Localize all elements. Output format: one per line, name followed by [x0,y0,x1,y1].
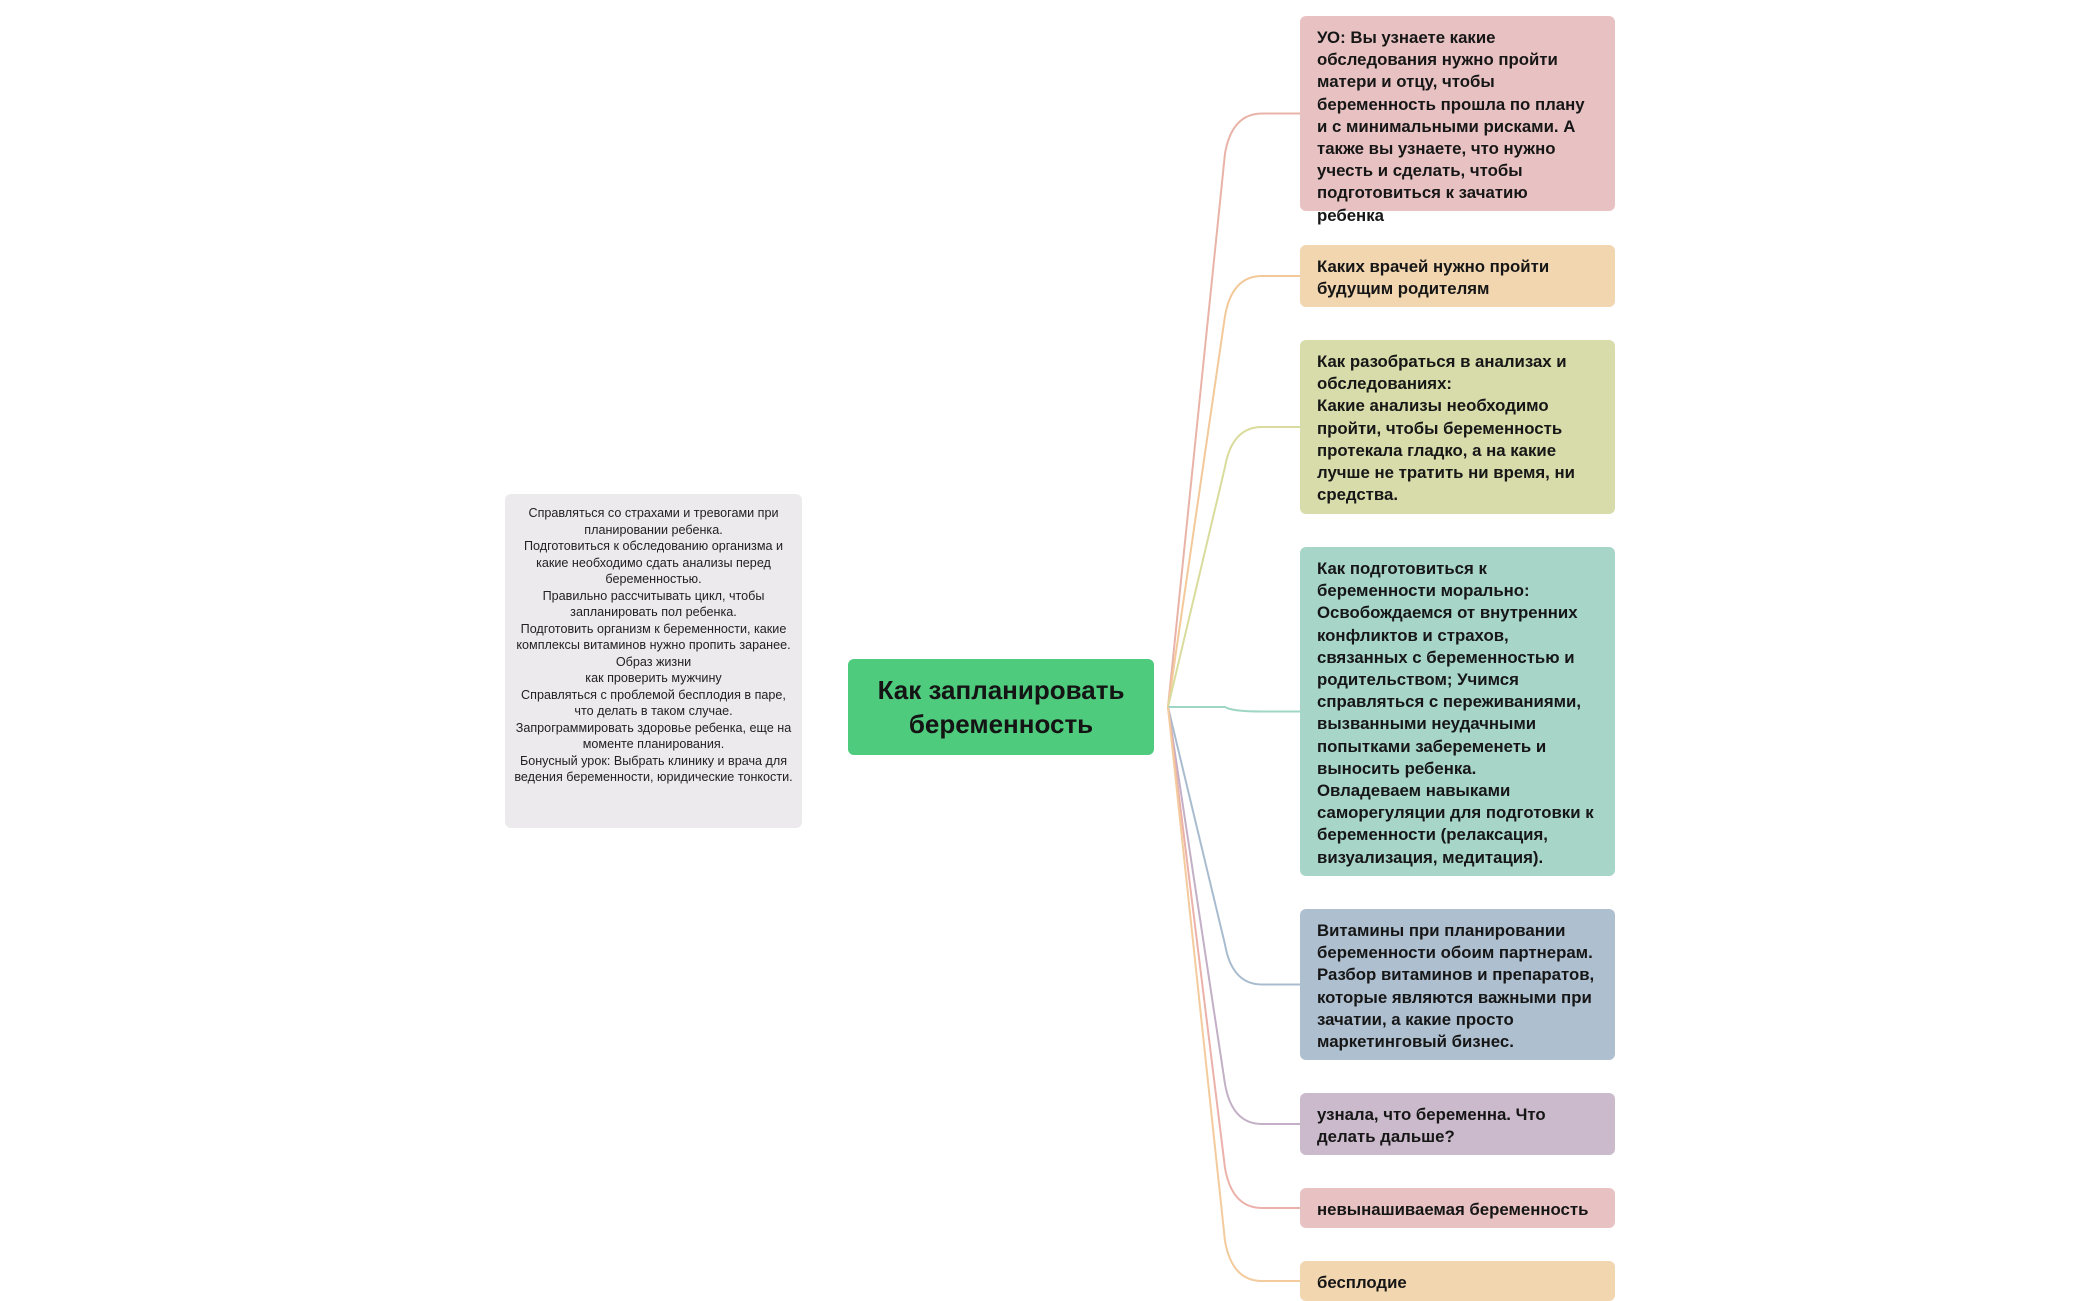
note-line: как проверить мужчину [585,671,722,685]
connector-line [1167,706,1300,1125]
subtopic-exams-overview[interactable]: УО: Вы узнаете какие обследования нужно … [1300,16,1615,225]
subtopic-text: УО: Вы узнаете какие обследования нужно … [1317,28,1585,225]
central-topic[interactable]: Как запланировать беременность [848,659,1154,755]
central-topic-title: Как запланировать беременность [877,675,1125,739]
subtopic-text: бесплодие [1317,1273,1407,1292]
subtopic-text: узнала, что беременна. Что делать дальше… [1317,1105,1546,1147]
connector-line [1167,426,1300,708]
connector-line [1167,706,1300,1282]
subtopic-pregnant-next-steps[interactable]: узнала, что беременна. Что делать дальше… [1300,1093,1615,1155]
connector-line [1167,706,1300,986]
subtopic-text: Освобождаемся от внутренних конфликтов и… [1317,603,1582,778]
note-line: Подготовиться к обследованию организма и… [523,539,784,586]
subtopic-doctors[interactable]: Каких врачей нужно пройти будущим родите… [1300,245,1615,307]
summary-note[interactable]: Справляться со страхами и тревогами при … [505,494,802,828]
note-line: Запрограммировать здоровье ребенка, еще … [515,720,792,752]
connector-line [1167,112,1300,708]
subtopic-vitamins[interactable]: Витамины при планировании беременности о… [1300,909,1615,1060]
connector-line [1168,706,1300,713]
note-line: Подготовить организм к беременности, как… [516,621,791,653]
subtopic-text: Как подготовиться к беременности моральн… [1317,559,1530,601]
connector-line [1167,275,1300,708]
subtopic-text: Как разобраться в анализах и обследовани… [1317,352,1567,394]
subtopic-infertility[interactable]: бесплодие [1300,1261,1615,1301]
subtopic-text: Какие анализы необходимо пройти, чтобы б… [1317,396,1575,505]
note-line: Правильно рассчитывать цикл, чтобы запла… [542,588,765,620]
subtopic-miscarriage[interactable]: невынашиваемая беременность [1300,1188,1615,1228]
connector-line [1167,706,1300,1209]
subtopic-text: Овладеваем навыками саморегуляции для по… [1317,781,1594,867]
subtopic-text: невынашиваемая беременность [1317,1200,1589,1219]
subtopic-moral-preparation[interactable]: Как подготовиться к беременности моральн… [1300,547,1615,876]
note-line: Образ жизни [615,654,692,669]
subtopic-text: Каких врачей нужно пройти будущим родите… [1317,257,1550,299]
note-line: Бонусный урок: Выбрать клинику и врача д… [514,753,793,785]
subtopic-analyses[interactable]: Как разобраться в анализах и обследовани… [1300,340,1615,514]
subtopic-text: Витамины при планировании беременности о… [1317,921,1595,1052]
note-line: Справляться с проблемой бесплодия в паре… [521,687,786,719]
note-line: Справляться со страхами и тревогами при … [528,506,779,537]
